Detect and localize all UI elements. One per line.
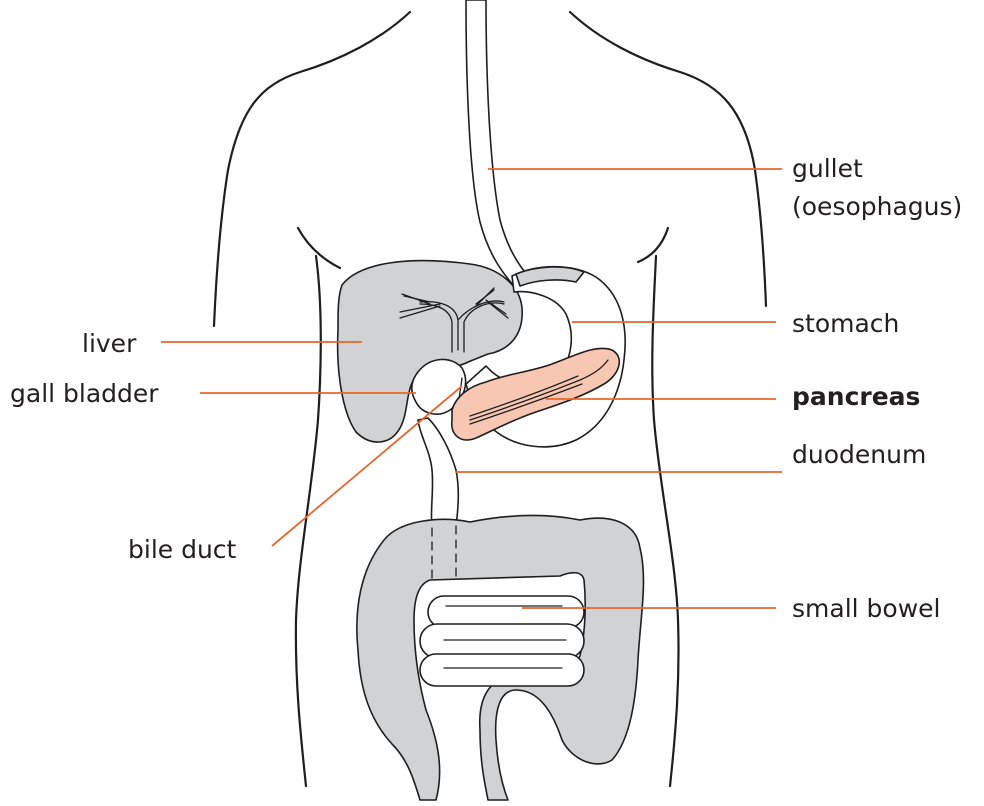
small-bowel-loop-2 [420, 624, 584, 658]
right-ribcage-line [638, 228, 668, 262]
gall-bladder-label: gall bladder [10, 379, 159, 408]
gullet-label: gullet [792, 154, 863, 183]
gullet-shape [466, 0, 532, 286]
bile-duct-label: bile duct [128, 535, 237, 564]
oesophagus-label: (oesophagus) [792, 192, 962, 221]
liver-label: liver [82, 329, 137, 358]
duodenum-label: duodenum [792, 440, 926, 469]
right-shoulder-outline [570, 12, 766, 306]
small-bowel-loops [420, 596, 584, 686]
stomach-label: stomach [792, 309, 899, 338]
pancreas-label: pancreas [792, 382, 920, 411]
small-bowel-label: small bowel [792, 594, 940, 623]
left-waist-outline [296, 256, 321, 786]
duodenum-shape [418, 418, 458, 528]
small-bowel-loop-3 [420, 654, 584, 686]
left-ribcage-line [298, 228, 340, 268]
right-waist-outline [652, 256, 678, 786]
